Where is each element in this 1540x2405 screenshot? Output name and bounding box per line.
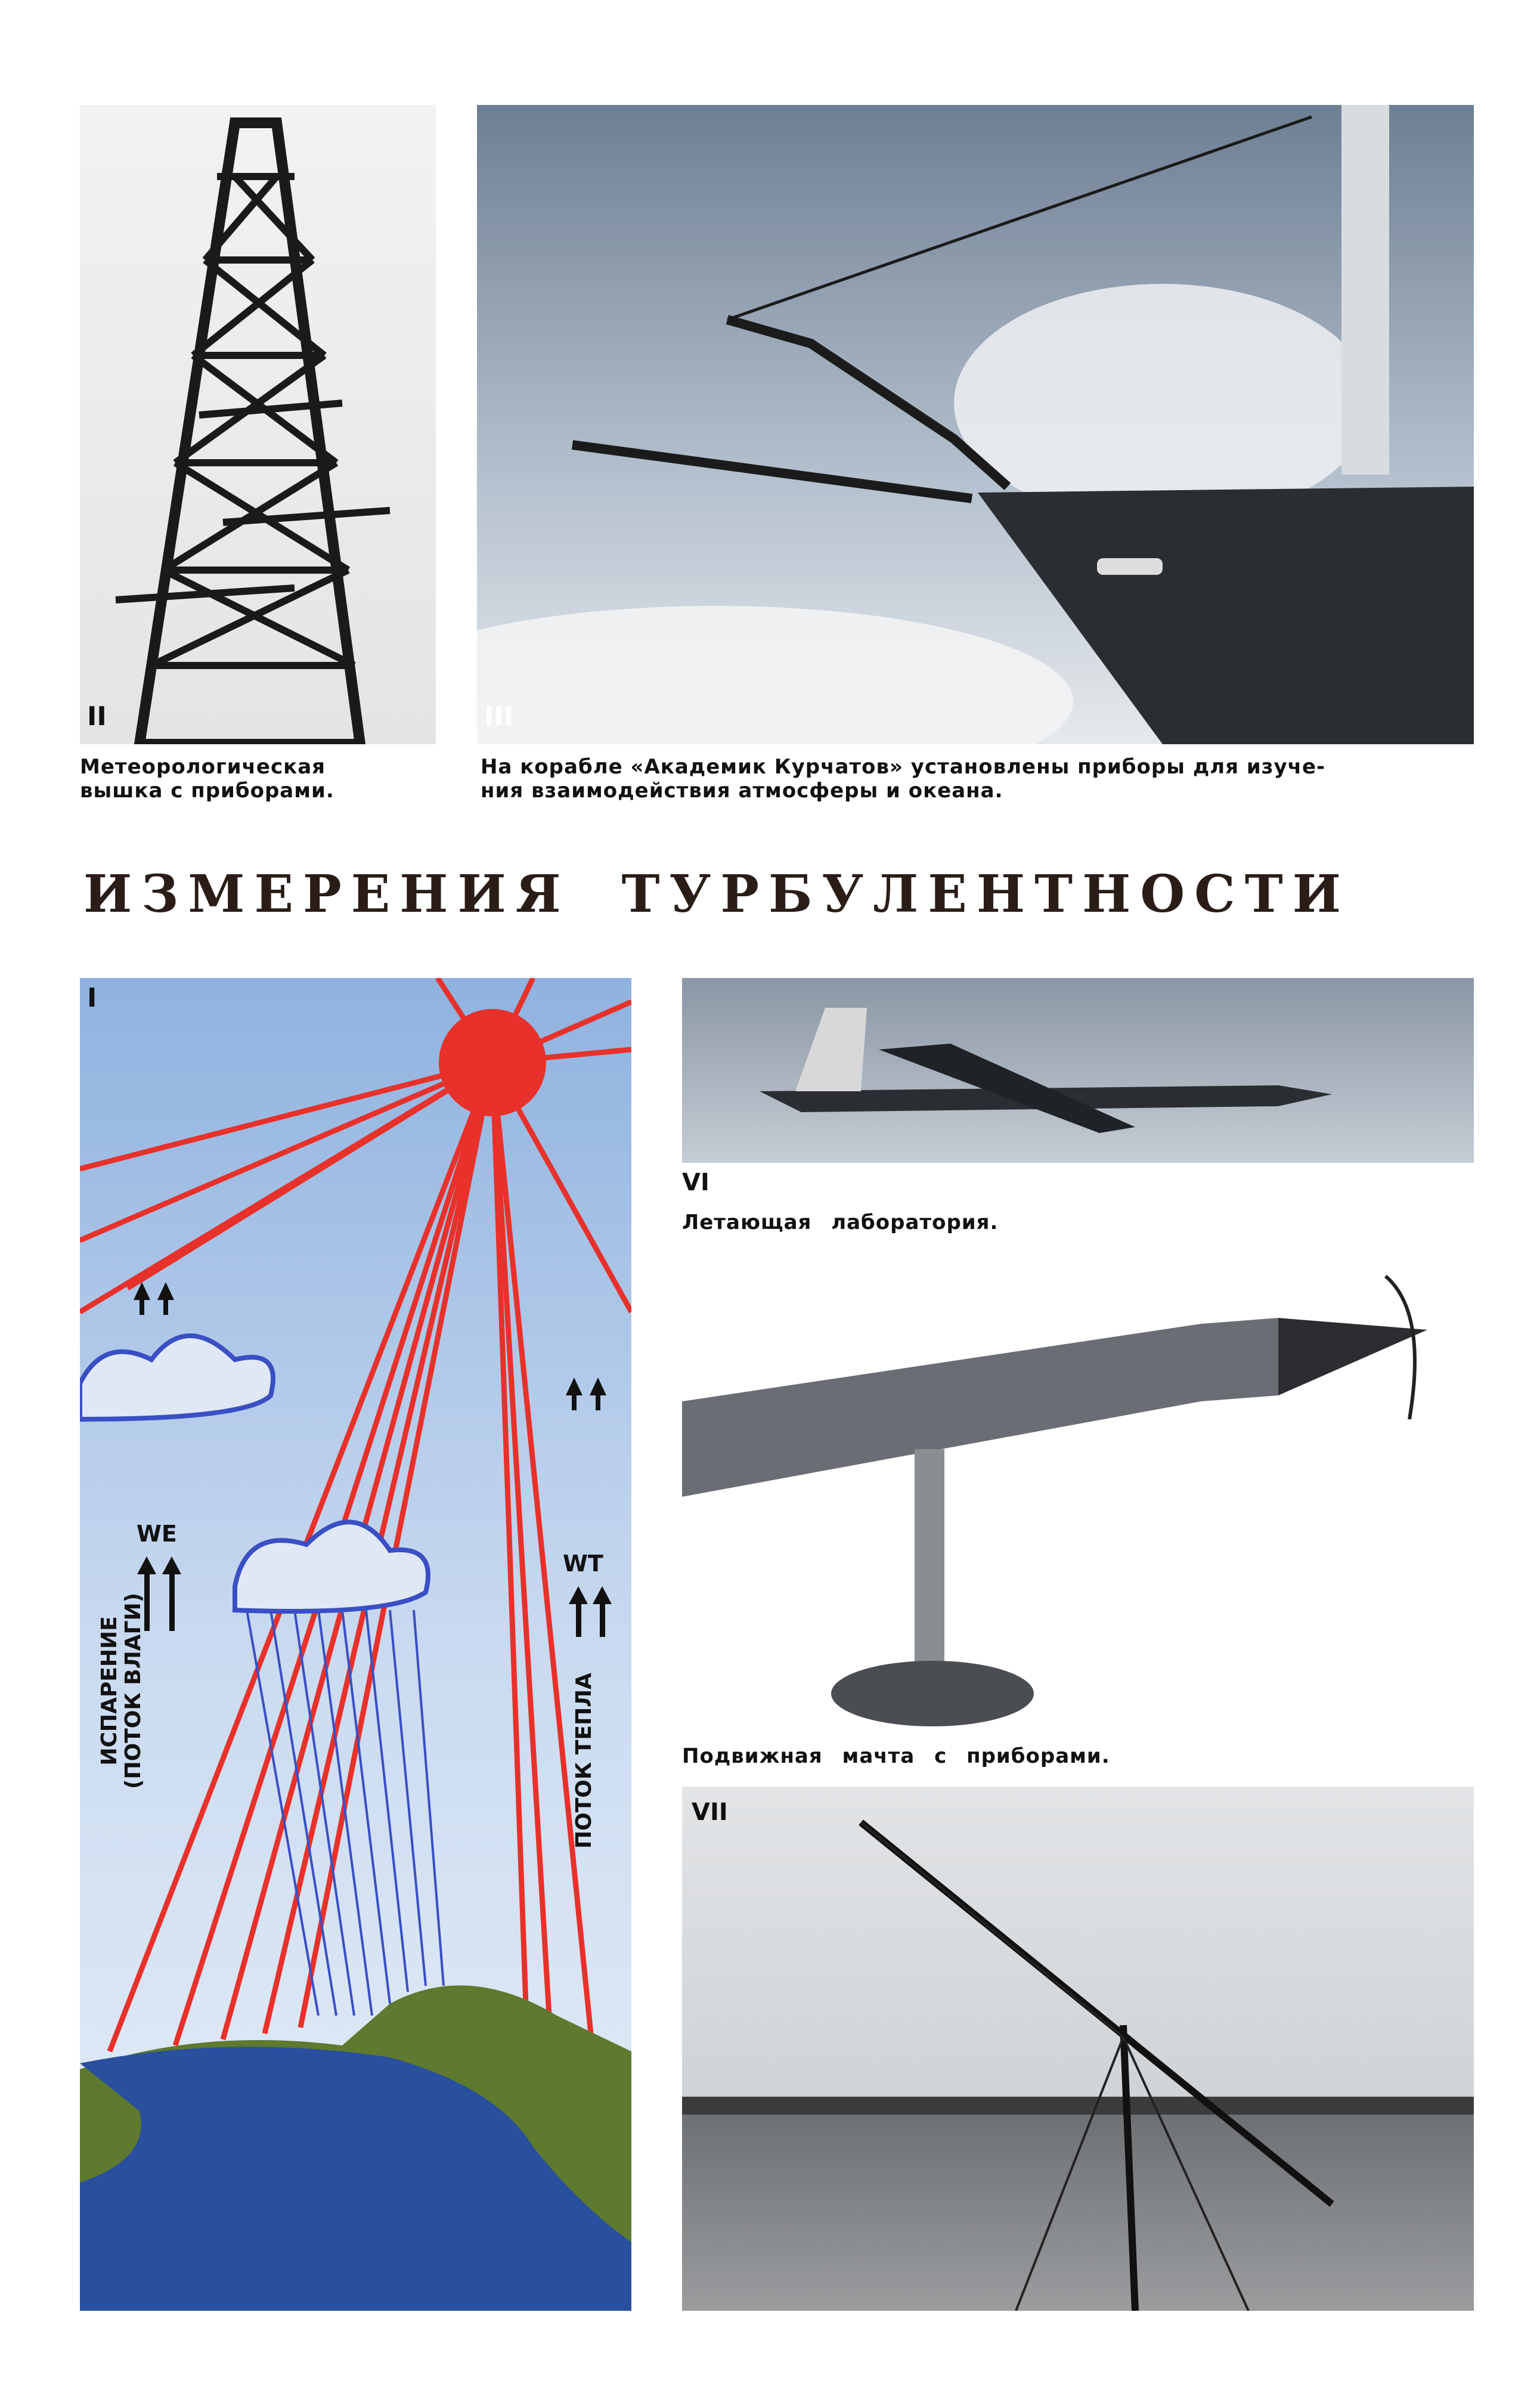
sea bbox=[80, 2047, 631, 2311]
cloud-icon bbox=[80, 1333, 275, 1422]
page-title: ИЗМЕРЕНИЯ ТУРБУЛЕНТНОСТИ bbox=[83, 864, 1350, 924]
tower-caption-line2: вышка с приборами. bbox=[80, 779, 334, 803]
plane-illustration bbox=[760, 1008, 1332, 1133]
ship-caption: На корабле «Академик Курчатов» установле… bbox=[481, 755, 1470, 803]
figure-label-vii: VII bbox=[692, 1799, 728, 1826]
plane-photo bbox=[682, 978, 1474, 1163]
sun-icon bbox=[439, 1009, 546, 1116]
tower-photo: II bbox=[80, 105, 436, 744]
tower-caption-line1: Метеорологическая bbox=[80, 755, 326, 779]
ship-caption-line2: ния взаимодействия атмосферы и океана. bbox=[481, 779, 1003, 803]
field-mast-illustration bbox=[682, 1819, 1474, 2311]
we-label: WE bbox=[137, 1521, 177, 1547]
figure-label-i: I bbox=[87, 983, 97, 1013]
diagram-drawing bbox=[80, 978, 631, 2311]
field-mast-photo: VII bbox=[682, 1787, 1474, 2311]
evaporation-label: ИСПАРЕНИЕ (ПОТОК ВЛАГИ) bbox=[97, 1592, 145, 1789]
ship-caption-line1: На корабле «Академик Курчатов» установле… bbox=[481, 755, 1326, 779]
probe-illustration bbox=[682, 1274, 1427, 1726]
tower-illustration bbox=[115, 117, 391, 744]
up-arrows bbox=[134, 1282, 612, 1637]
rain-lines bbox=[246, 1609, 445, 2016]
rain-cloud-icon bbox=[233, 1519, 430, 1614]
wt-label: WT bbox=[563, 1550, 603, 1577]
probe-caption: Подвижная мачта с приборами. bbox=[682, 1744, 1110, 1768]
heat-flow-label: ПОТОК ТЕПЛА bbox=[572, 1673, 596, 1849]
evaporation-line2: (ПОТОК ВЛАГИ) bbox=[121, 1592, 145, 1789]
plane-caption: Летающая лаборатория. bbox=[682, 1211, 999, 1234]
ship-photo: III bbox=[477, 105, 1474, 744]
figure-label-iii: III bbox=[484, 701, 514, 732]
figure-label-ii: II bbox=[87, 701, 107, 732]
probe-photo bbox=[682, 1240, 1474, 1733]
figure-label-vi: VI bbox=[682, 1169, 709, 1196]
turbulence-diagram: I WE WT ИСПАРЕНИЕ (ПОТОК ВЛАГИ) ПОТОК ТЕ… bbox=[80, 978, 631, 2311]
evaporation-line1: ИСПАРЕНИЕ bbox=[97, 1616, 122, 1766]
tower-caption: Метеорологическая вышка с приборами. bbox=[80, 755, 450, 803]
ship-illustration bbox=[477, 105, 1474, 744]
